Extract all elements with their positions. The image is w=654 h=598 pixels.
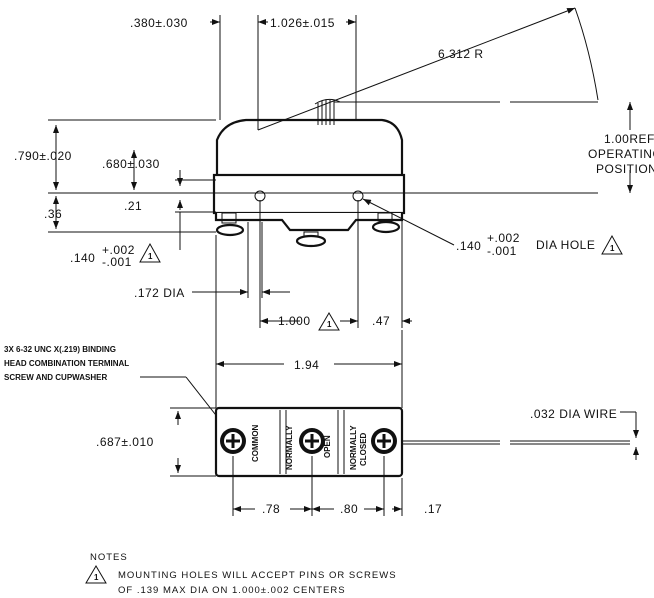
terminal-normally-open <box>299 428 325 454</box>
notes-line-1: MOUNTING HOLES WILL ACCEPT PINS OR SCREW… <box>118 570 397 581</box>
note-triangle-icon <box>139 242 161 263</box>
dim-47: .47 <box>372 215 412 328</box>
svg-text:POSITION: POSITION <box>596 162 654 176</box>
operating-position-label: 1.00REF OPERATING POSITION <box>588 102 654 193</box>
svg-text:1: 1 <box>610 244 615 253</box>
dim-172: .172 DIA <box>134 222 290 300</box>
dim-36: .36 <box>44 207 62 221</box>
terminal-screw-center <box>295 231 327 248</box>
dim-687: .687±.010 <box>96 407 216 477</box>
svg-text:SCREW AND CUPWASHER: SCREW AND CUPWASHER <box>4 373 107 382</box>
terminal-common <box>220 428 246 454</box>
dim-194: 1.94 <box>215 235 403 408</box>
svg-text:.80: .80 <box>340 502 358 516</box>
svg-text:-.001: -.001 <box>487 244 517 258</box>
svg-text:1.94: 1.94 <box>294 358 319 372</box>
svg-text:1.00REF: 1.00REF <box>604 132 654 146</box>
dim-680: .680±.030 <box>102 157 160 171</box>
svg-text:3X 6-32 UNC X(.219) BINDING: 3X 6-32 UNC X(.219) BINDING <box>4 345 116 354</box>
dimension-lines-top <box>210 15 357 130</box>
svg-text:1: 1 <box>148 252 153 261</box>
note-triangle-icon <box>85 565 107 584</box>
operating-radius <box>257 7 599 194</box>
switch-bottom-view: COMMON NORMALLY OPEN NORMALLY CLOSED <box>214 406 630 478</box>
label-normally-closed-b: CLOSED <box>359 432 368 466</box>
dim-140-right: .140 +.002 -.001 DIA HOLE 1 <box>362 198 623 258</box>
note-triangle-icon <box>601 234 623 255</box>
svg-text:.78: .78 <box>262 502 280 516</box>
svg-text:.032 DIA WIRE: .032 DIA WIRE <box>530 407 617 421</box>
label-normally-closed-a: NORMALLY <box>349 425 358 470</box>
svg-text:.172 DIA: .172 DIA <box>134 286 185 300</box>
notes-line-2: OF .139 MAX DIA ON 1.000±.002 CENTERS <box>118 585 346 596</box>
svg-text:.140: .140 <box>70 251 95 265</box>
svg-text:+.002: +.002 <box>487 231 520 245</box>
switch-side-view <box>212 98 406 248</box>
svg-text:.47: .47 <box>372 314 390 328</box>
dim-032: .032 DIA WIRE <box>530 407 639 460</box>
svg-text:DIA HOLE: DIA HOLE <box>536 238 595 252</box>
dimension-lines-left <box>48 119 216 250</box>
svg-text:1: 1 <box>94 573 99 582</box>
terminal-screw-left <box>215 212 245 237</box>
svg-text:-.001: -.001 <box>102 255 132 269</box>
dim-21: .21 <box>124 199 142 213</box>
label-normally-open-b: OPEN <box>323 435 332 458</box>
svg-text:1: 1 <box>327 320 332 329</box>
dim-radius: 6.312 R <box>438 47 484 61</box>
label-normally-open-a: NORMALLY <box>285 425 294 470</box>
svg-text:.687±.010: .687±.010 <box>96 435 154 449</box>
notes-block: NOTES 1 MOUNTING HOLES WILL ACCEPT PINS … <box>85 552 397 596</box>
svg-text:.140: .140 <box>456 239 481 253</box>
notes-heading: NOTES <box>90 552 128 563</box>
dim-380: .380±.030 <box>130 16 188 30</box>
dim-1026: 1.026±.015 <box>270 16 335 30</box>
svg-text:+.002: +.002 <box>102 243 135 257</box>
dim-140-left: .140 +.002 -.001 1 <box>70 242 161 269</box>
actuator-spring <box>314 98 372 125</box>
label-common: COMMON <box>251 424 260 462</box>
dim-1000: 1.000 1 <box>259 200 359 331</box>
dim-bottom-row: .78 .80 .17 <box>232 456 442 516</box>
svg-text:HEAD COMBINATION TERMINAL: HEAD COMBINATION TERMINAL <box>4 359 129 368</box>
terminal-screw-note: 3X 6-32 UNC X(.219) BINDING HEAD COMBINA… <box>4 345 227 429</box>
svg-text:.17: .17 <box>424 502 442 516</box>
svg-text:OPERATING: OPERATING <box>588 147 654 161</box>
terminal-screw-right <box>371 212 401 234</box>
dim-790: .790±.020 <box>14 149 72 163</box>
terminal-normally-closed <box>371 428 397 454</box>
note-triangle-icon <box>318 312 340 331</box>
svg-text:1.000: 1.000 <box>278 314 311 328</box>
